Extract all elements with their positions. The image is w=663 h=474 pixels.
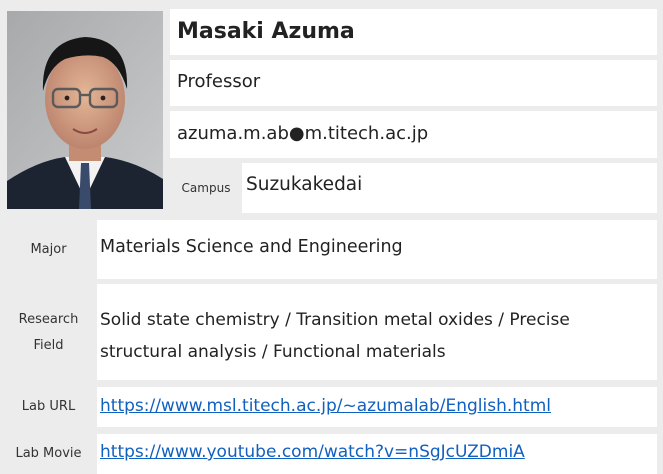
campus-label-cell: Campus <box>170 163 242 213</box>
divider <box>170 106 663 111</box>
profile-photo <box>7 11 163 209</box>
name-cell: Masaki Azuma <box>170 9 663 55</box>
title-cell: Professor <box>170 60 663 106</box>
lab-movie-value-cell: https://www.youtube.com/watch?v=nSgJcUZD… <box>97 434 663 474</box>
profile-email[interactable]: azuma.m.ab●m.titech.ac.jp <box>177 123 429 144</box>
lab-url-label-cell: Lab URL <box>0 387 97 427</box>
top-border <box>0 0 663 9</box>
research-line2: structural analysis / Functional materia… <box>100 342 446 362</box>
lab-url-label: Lab URL <box>21 399 76 414</box>
research-label-line1: Research <box>18 311 79 327</box>
email-cell: azuma.m.ab●m.titech.ac.jp <box>170 111 663 158</box>
photo-cell <box>0 0 170 213</box>
major-label-cell: Major <box>0 220 97 279</box>
divider <box>0 380 663 387</box>
divider <box>170 55 663 60</box>
profile-title: Professor <box>177 71 261 92</box>
research-label-cell: Research Field <box>0 279 97 380</box>
lab-url-link[interactable]: https://www.msl.titech.ac.jp/~azumalab/E… <box>100 396 551 416</box>
divider <box>170 158 663 163</box>
campus-value-cell: Suzukakedai <box>242 163 657 213</box>
campus-label: Campus <box>181 181 231 195</box>
lab-movie-label: Lab Movie <box>15 446 82 461</box>
lab-url-value-cell: https://www.msl.titech.ac.jp/~azumalab/E… <box>97 387 663 427</box>
divider <box>97 279 663 284</box>
right-border <box>657 0 663 474</box>
divider <box>0 213 663 220</box>
research-value-cell: Solid state chemistry / Transition metal… <box>97 284 663 380</box>
research-line1: Solid state chemistry / Transition metal… <box>100 310 570 330</box>
major-label: Major <box>30 241 67 257</box>
profile-name: Masaki Azuma <box>177 19 355 44</box>
research-label-line2: Field <box>33 337 64 353</box>
lab-movie-label-cell: Lab Movie <box>0 434 97 474</box>
major-value: Materials Science and Engineering <box>100 237 403 257</box>
lab-movie-link[interactable]: https://www.youtube.com/watch?v=nSgJcUZD… <box>100 442 525 462</box>
campus-value: Suzukakedai <box>246 174 363 195</box>
divider <box>0 427 663 434</box>
major-value-cell: Materials Science and Engineering <box>97 220 663 279</box>
